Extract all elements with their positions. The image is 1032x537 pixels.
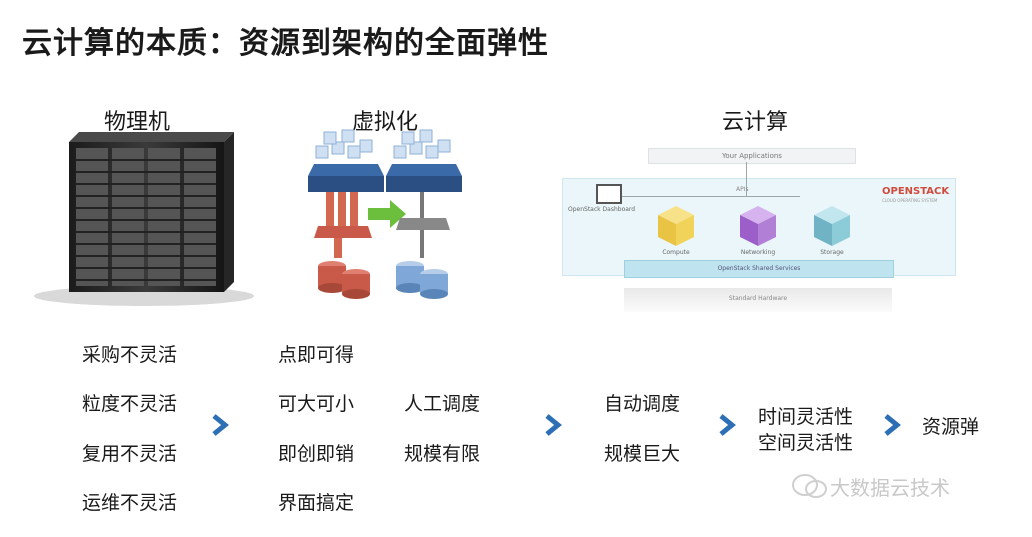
chevron-right-icon — [719, 414, 736, 436]
virtual-heading: 虚拟化 — [352, 110, 419, 135]
resource-elasticity: 资源弹 — [922, 416, 980, 438]
compute-cube-icon — [658, 206, 694, 246]
physical-item: 采购不灵活 — [82, 344, 178, 366]
standard-hardware: Standard Hardware — [624, 288, 892, 312]
storage-cube-icon — [814, 206, 850, 246]
physical-item: 运维不灵活 — [82, 492, 178, 514]
networking-cube-icon — [740, 206, 776, 246]
vm-cubes-left — [308, 129, 384, 299]
compute-label: Compute — [662, 249, 690, 256]
virtual-item: 即创即销 — [278, 443, 355, 465]
openstack-diagram: Your Applications APIs OpenStack Dashboa… — [560, 140, 960, 330]
cloud-item: 自动调度 — [604, 393, 681, 415]
wechat-icon — [792, 474, 827, 498]
cloud-item: 规模巨大 — [604, 443, 681, 465]
networking-label: Networking — [740, 249, 776, 256]
virtual-side-item: 人工调度 — [404, 393, 481, 415]
page-title: 云计算的本质：资源到架构的全面弹性 — [22, 26, 549, 61]
dashboard-label: OpenStack Dashboard — [568, 206, 636, 213]
watermark-text: 大数据云技术 — [830, 476, 950, 500]
migration-arrow-icon — [368, 200, 406, 228]
time-flexibility: 时间灵活性 — [758, 406, 854, 428]
virtual-item: 可大可小 — [278, 393, 355, 415]
chevron-right-icon — [545, 414, 562, 436]
openstack-logo-subtext: CLOUD OPERATING SYSTEM — [882, 198, 938, 203]
chevron-right-icon — [884, 414, 901, 436]
server-rack-image — [34, 132, 254, 306]
storage-label: Storage — [820, 249, 844, 256]
applications-bar: Your Applications — [648, 148, 856, 164]
space-flexibility: 空间灵活性 — [758, 432, 854, 454]
apis-label: APIs — [736, 186, 749, 193]
monitor-icon — [596, 184, 622, 204]
virtual-item: 界面搞定 — [278, 492, 355, 514]
openstack-logo-text: OPENSTACK — [882, 186, 950, 197]
physical-item: 复用不灵活 — [82, 443, 178, 465]
physical-heading: 物理机 — [104, 110, 171, 135]
vm-cubes-right — [386, 129, 462, 299]
virtualization-image — [308, 129, 462, 299]
chevron-right-icon — [212, 414, 229, 436]
shared-services-band: OpenStack Shared Services — [624, 260, 894, 278]
cloud-heading: 云计算 — [722, 110, 789, 135]
virtual-side-item: 规模有限 — [404, 443, 481, 465]
physical-item: 粒度不灵活 — [82, 393, 178, 415]
virtual-item: 点即可得 — [278, 344, 355, 366]
